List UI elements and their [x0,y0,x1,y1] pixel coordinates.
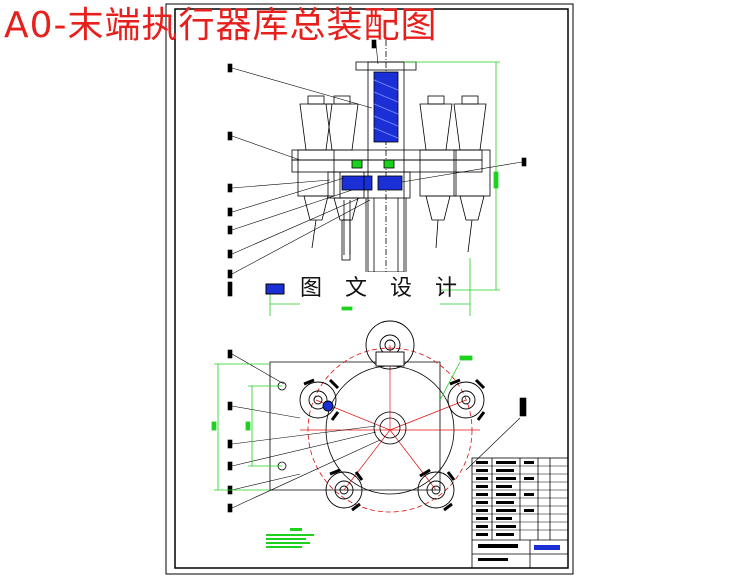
dimension-lines-top [211,355,473,491]
section-marker [265,283,285,295]
part-leaders-top [227,349,527,513]
tool-holder-left-2 [325,95,365,261]
base-plate [269,361,441,491]
sheet-outer-border [165,3,574,575]
gearbox [339,171,411,199]
tool-disc-bottom-right [417,468,456,512]
technical-notes [266,528,314,548]
top-view [269,345,480,513]
gear-shaft-icon [373,71,399,143]
page-title: A0-末端执行器库总装配图 [4,5,438,46]
tool-disc-right [447,378,486,421]
tool-disc-icon [365,320,415,370]
tool-disc-left [299,378,340,421]
tool-holder-right-2 [453,95,491,253]
tool-holder-left-1 [297,95,335,249]
front-view [291,40,483,290]
title-block [471,457,569,569]
watermark-text: 图 文 设 计 [300,272,457,306]
sheet-inner-border [174,8,569,569]
tool-disc-bottom-left [325,468,364,512]
part-leaders-front [227,39,527,297]
platform-plate [291,149,483,161]
center-hub [373,411,407,445]
top-flange [355,61,417,71]
